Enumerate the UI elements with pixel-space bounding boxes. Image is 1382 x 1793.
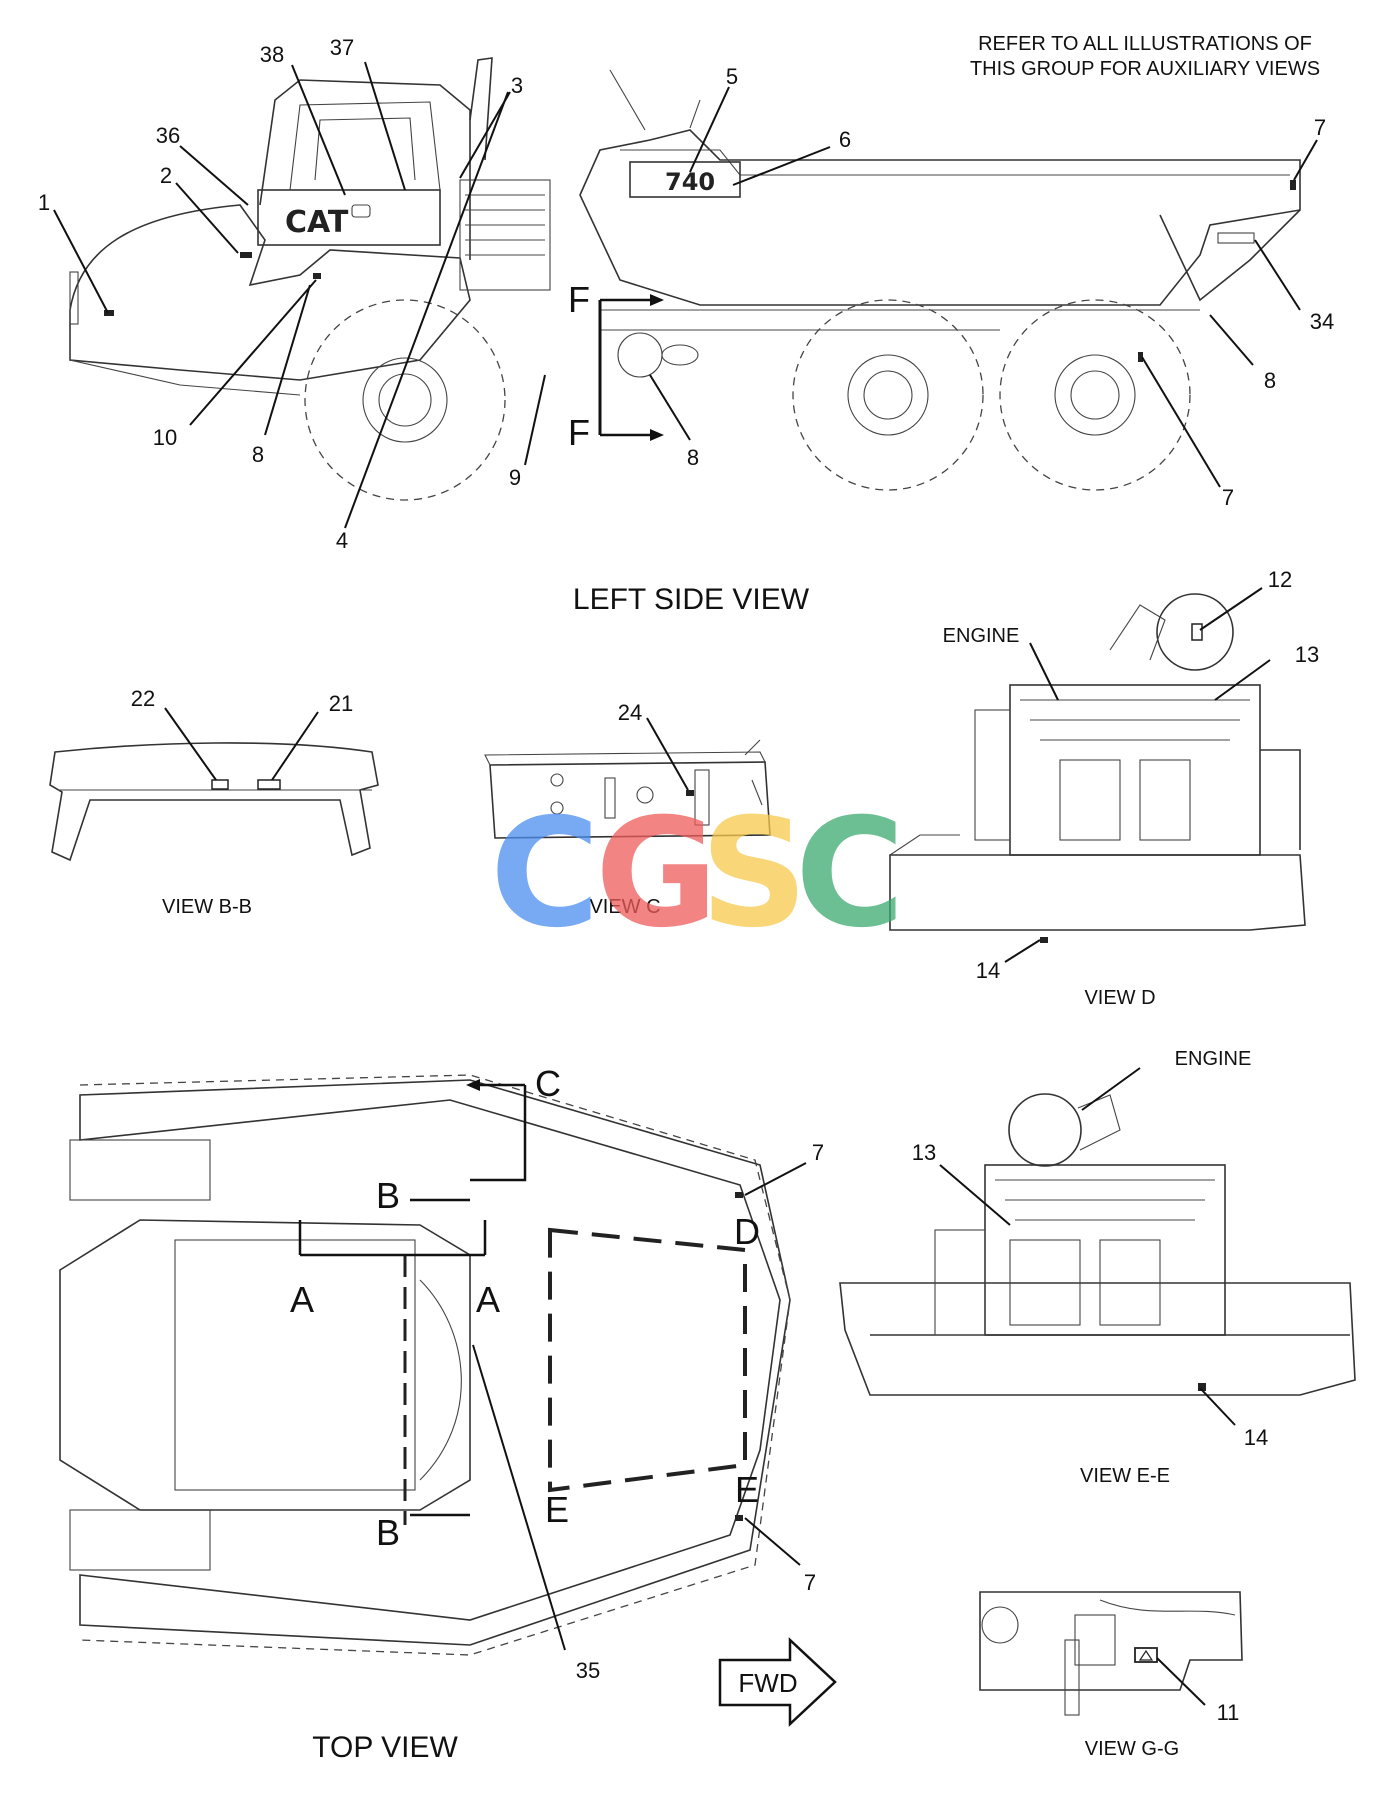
section-label-c: C xyxy=(535,1063,561,1104)
callout-35: 35 xyxy=(576,1658,600,1683)
label-engine-view-ee: ENGINE xyxy=(1175,1048,1252,1070)
model-number-text: 740 xyxy=(665,168,715,196)
left-side-view: CAT 740 F F xyxy=(38,35,1334,553)
callout-8-left: 8 xyxy=(252,442,264,467)
view-ee: ENGINE 13 14 xyxy=(839,1048,1356,1450)
caption-top-view: TOP VIEW xyxy=(312,1731,458,1764)
view-bb: 22 21 xyxy=(49,686,379,862)
callout-5: 5 xyxy=(726,64,738,89)
watermark-letter-g: G xyxy=(595,787,718,961)
label-engine-view-d: ENGINE xyxy=(943,625,1020,647)
caption-view-ee: VIEW E-E xyxy=(1080,1465,1170,1487)
callout-13-view-ee: 13 xyxy=(912,1140,936,1165)
fwd-arrow: FWD xyxy=(718,1637,837,1727)
view-d: ENGINE 12 13 14 xyxy=(889,567,1319,983)
view-c: 24 xyxy=(484,700,771,839)
callout-24: 24 xyxy=(618,700,642,725)
watermark-letter-c1: C xyxy=(490,787,600,961)
callout-10: 10 xyxy=(153,425,177,450)
callout-7-top: 7 xyxy=(1314,115,1326,140)
callout-38: 38 xyxy=(260,42,284,67)
callout-4: 4 xyxy=(336,528,348,553)
callout-14-view-d: 14 xyxy=(976,958,1000,983)
section-label-b-bottom: B xyxy=(376,1512,400,1553)
caption-left-side-view: LEFT SIDE VIEW xyxy=(573,583,810,616)
callout-37: 37 xyxy=(330,35,354,60)
caption-view-bb: VIEW B-B xyxy=(162,896,252,918)
callout-6: 6 xyxy=(839,127,851,152)
callout-2: 2 xyxy=(160,163,172,188)
callout-7-bottom: 7 xyxy=(1222,485,1234,510)
callout-1: 1 xyxy=(38,190,50,215)
section-label-e-left: E xyxy=(545,1489,569,1530)
cgsc-watermark: C G S C xyxy=(490,787,905,961)
section-label-f-bottom: F xyxy=(568,412,590,453)
fwd-label: FWD xyxy=(738,1668,797,1698)
caption-view-c: VIEW C xyxy=(589,896,660,918)
callout-13-view-d: 13 xyxy=(1295,642,1319,667)
callout-14-view-ee: 14 xyxy=(1244,1425,1268,1450)
callout-7-top-view-upper: 7 xyxy=(812,1140,824,1165)
callout-34: 34 xyxy=(1310,309,1334,334)
section-label-f-top: F xyxy=(568,279,590,320)
callout-22: 22 xyxy=(131,686,155,711)
watermark-letter-c2: C xyxy=(795,787,905,961)
view-gg: 11 xyxy=(979,1591,1243,1725)
top-view: A A B B C D E E 7 7 35 xyxy=(59,1063,824,1683)
callout-21: 21 xyxy=(329,691,353,716)
section-label-a-right: A xyxy=(476,1279,500,1320)
section-label-a-left: A xyxy=(290,1279,314,1320)
callout-11: 11 xyxy=(1217,1700,1240,1725)
callout-7-top-view-lower: 7 xyxy=(804,1570,816,1595)
caption-view-gg: VIEW G-G xyxy=(1085,1738,1179,1760)
callout-8-right: 8 xyxy=(1264,368,1276,393)
section-label-b-top: B xyxy=(376,1175,400,1216)
note-line-2: THIS GROUP FOR AUXILIARY VIEWS xyxy=(970,58,1320,80)
callout-9: 9 xyxy=(509,465,521,490)
callout-8-middle: 8 xyxy=(687,445,699,470)
section-label-e-right: E xyxy=(735,1469,759,1510)
callout-36: 36 xyxy=(156,123,180,148)
cat-logo-text: CAT xyxy=(285,205,349,240)
note-line-1: REFER TO ALL ILLUSTRATIONS OF xyxy=(978,33,1312,55)
section-label-d: D xyxy=(734,1211,760,1252)
callout-12: 12 xyxy=(1268,567,1292,592)
callout-3: 3 xyxy=(511,73,523,98)
caption-view-d: VIEW D xyxy=(1084,987,1155,1009)
watermark-letter-s: S xyxy=(700,787,808,961)
